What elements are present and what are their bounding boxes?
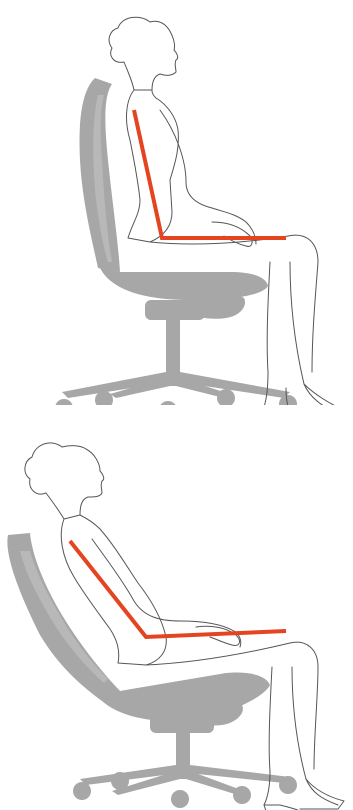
reclined-person-lower-leg [264, 667, 338, 805]
upright-posture-figure [0, 0, 353, 405]
upright-person-arm [160, 110, 256, 244]
upright-posture-svg [0, 0, 353, 405]
reclined-caster-5 [279, 776, 297, 794]
reclined-caster-1 [73, 782, 91, 800]
reclined-chair-mechanism [150, 713, 214, 733]
upright-office-chair [55, 78, 297, 405]
upright-chair-seat [100, 268, 268, 300]
reclined-posture-svg [0, 405, 353, 810]
reclined-person-foot [264, 779, 344, 810]
upright-posture-line [134, 110, 286, 238]
reclined-posture-line [70, 541, 286, 637]
reclined-caster-2 [111, 772, 129, 790]
upright-person-lower-leg [262, 262, 338, 405]
upright-chair-mechanism [145, 300, 205, 320]
reclined-person-arm [92, 539, 241, 647]
reclined-person-head [25, 443, 104, 519]
reclined-posture-figure [0, 405, 353, 810]
reclined-office-chair [7, 533, 297, 808]
reclined-caster-3 [171, 790, 189, 808]
upright-chair-cylinder [166, 318, 180, 374]
upright-person-outline [109, 17, 344, 405]
reclined-caster-4 [233, 786, 251, 804]
upright-person-head [109, 17, 178, 90]
